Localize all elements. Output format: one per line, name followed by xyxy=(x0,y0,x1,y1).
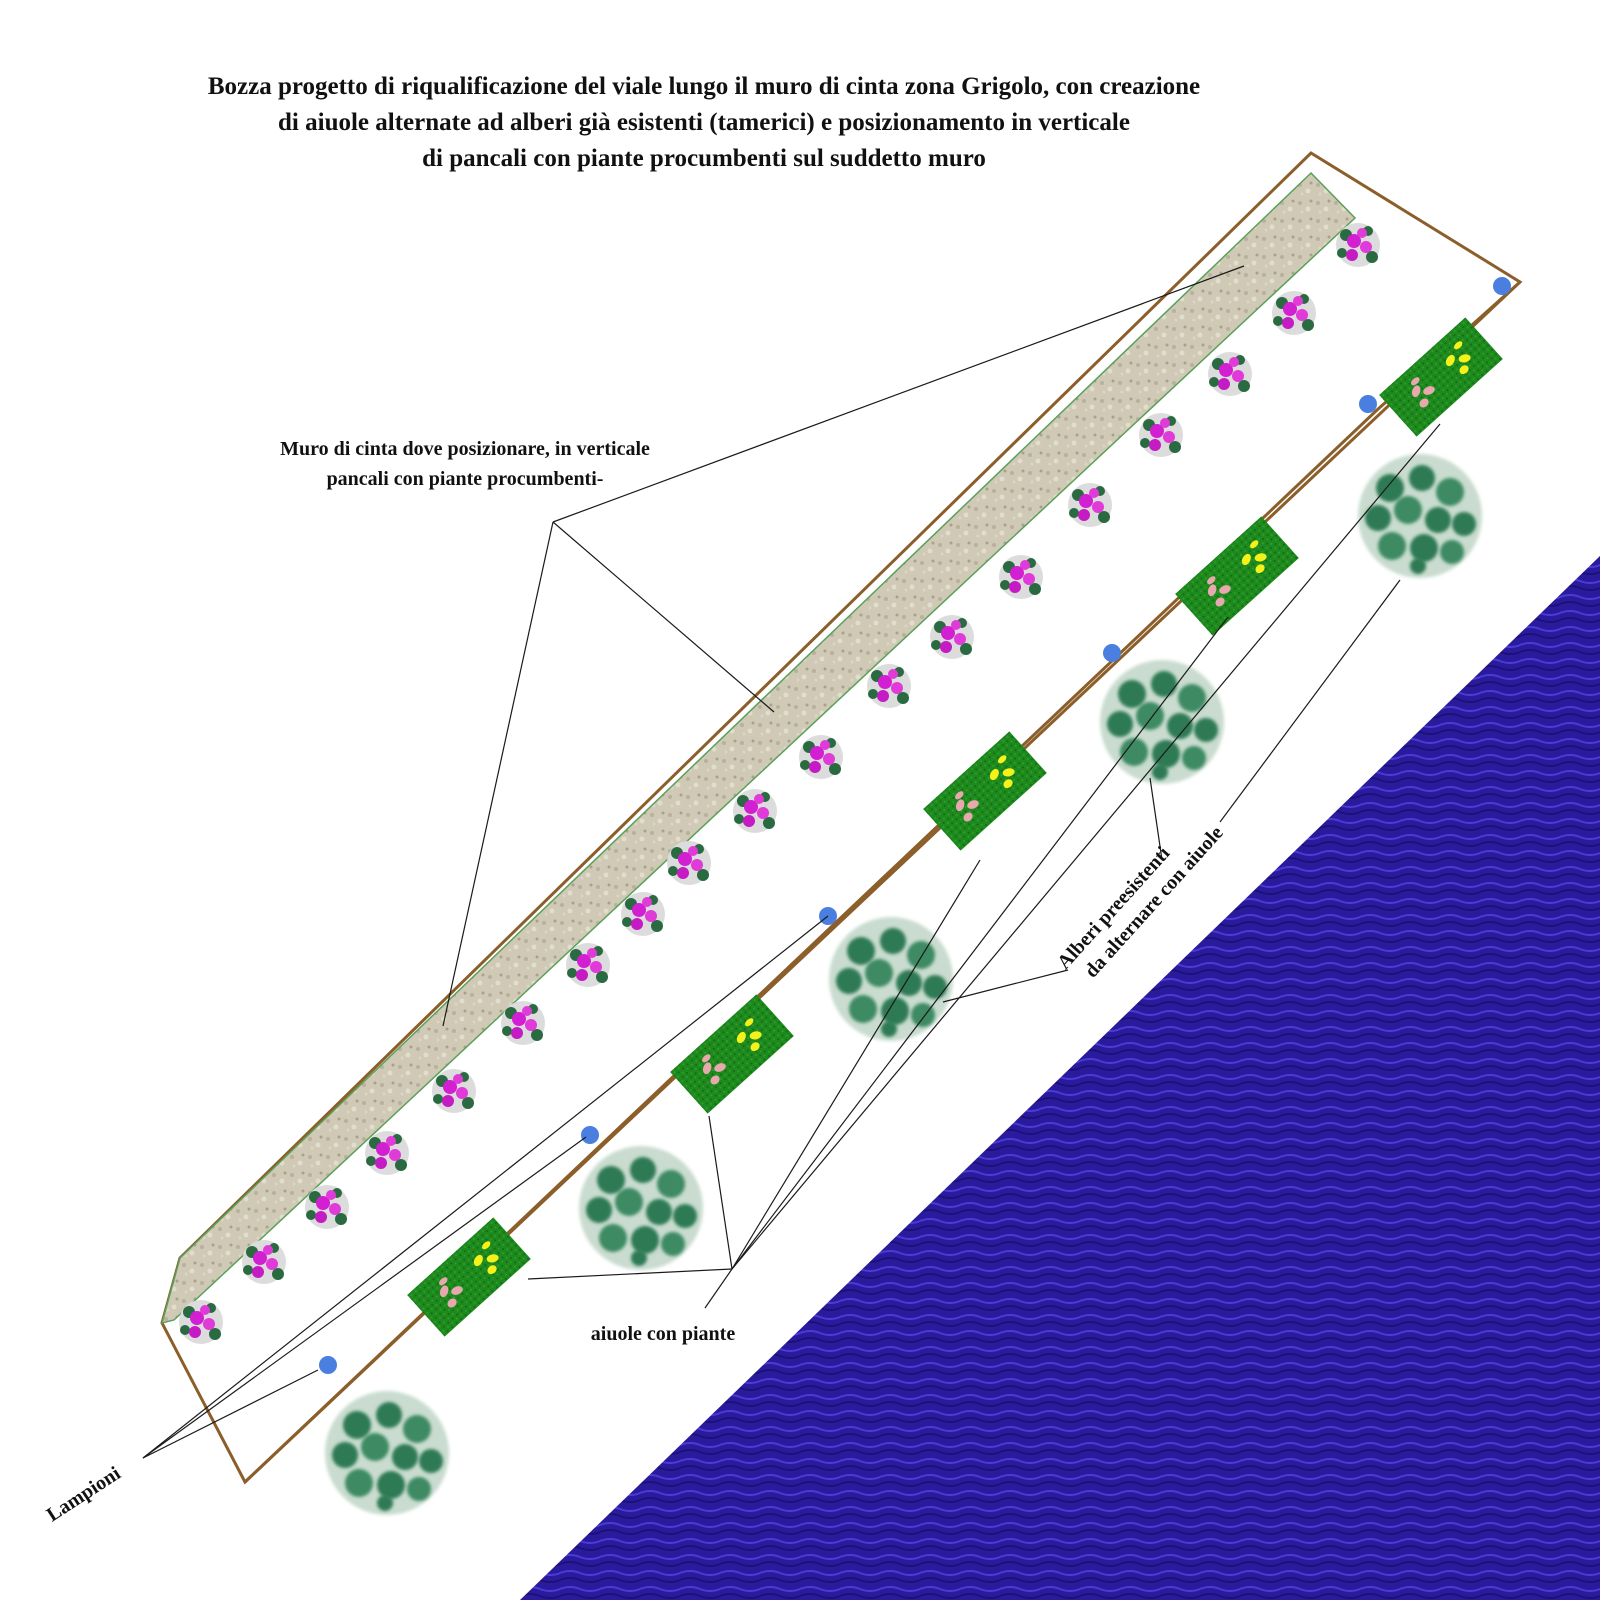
flower-pot xyxy=(1336,223,1380,267)
boulevard-outline xyxy=(160,151,1523,1485)
flowerbed-leader-lines xyxy=(527,423,1441,1309)
title-line-2: di aiuole alternate ad alberi già esiste… xyxy=(278,109,1130,136)
sea-area xyxy=(520,556,1600,1600)
lamps-label: Lampioni xyxy=(43,1462,125,1526)
flower-pot xyxy=(867,664,911,708)
wall-label-line-2: pancali con piante procumbenti- xyxy=(327,468,604,490)
flower-pot xyxy=(1068,483,1112,527)
tree-canopy xyxy=(325,1391,449,1515)
flower-pot xyxy=(365,1131,409,1175)
title-block: Bozza progetto di riqualificazione del v… xyxy=(208,73,1200,172)
flower-pot xyxy=(667,841,711,885)
lamp-row xyxy=(319,277,1511,1374)
lamp-leader-lines xyxy=(142,915,829,1459)
lamp-post xyxy=(1359,395,1377,413)
flower-pot xyxy=(305,1185,349,1229)
flower-pot xyxy=(999,555,1043,599)
flower-pot xyxy=(179,1300,223,1344)
flower-pot xyxy=(501,1001,545,1045)
tree-canopy xyxy=(1100,660,1224,784)
boundary-wall xyxy=(160,171,1357,1325)
lamp-post xyxy=(581,1126,599,1144)
flower-pot xyxy=(432,1069,476,1113)
flower-pot xyxy=(1208,352,1252,396)
lamp-post xyxy=(1103,644,1121,662)
flower-pot xyxy=(1272,291,1316,335)
flower-pot xyxy=(799,735,843,779)
flower-pot xyxy=(242,1240,286,1284)
lamp-post xyxy=(319,1356,337,1374)
title-line-3: di pancali con piante procumbenti sul su… xyxy=(422,145,986,172)
flowerbeds-label: aiuole con piante xyxy=(591,1323,736,1345)
tree-canopy xyxy=(579,1146,703,1270)
flower-pot xyxy=(621,892,665,936)
flower-pot xyxy=(733,789,777,833)
wall-leader-lines xyxy=(442,265,1245,1027)
wall-label-line-1: Muro di cinta dove posizionare, in verti… xyxy=(280,438,650,460)
flower-pot xyxy=(566,943,610,987)
tree-canopy xyxy=(1358,454,1482,578)
flower-pot xyxy=(1139,413,1183,457)
title-line-1: Bozza progetto di riqualificazione del v… xyxy=(208,73,1200,100)
kerb-line xyxy=(243,280,1522,1484)
tree-leader-lines xyxy=(942,579,1401,1003)
lamp-post xyxy=(1493,277,1511,295)
flower-pot xyxy=(930,615,974,659)
lamps-label-text: Lampioni xyxy=(43,1462,125,1526)
